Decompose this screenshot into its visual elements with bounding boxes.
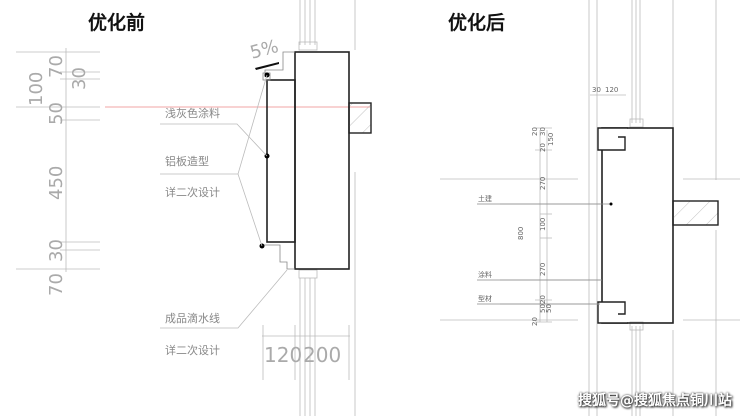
concrete-wall [294, 51, 350, 270]
label-drip: 成品滴水线 [165, 311, 220, 325]
top-profile [597, 127, 628, 151]
dim-120: 120 [605, 86, 618, 94]
dimension-lines [16, 48, 350, 380]
dim-30: 30 [69, 67, 90, 90]
dim-50: 50 [545, 304, 553, 313]
slope-label: 5% [248, 36, 281, 64]
label-coating: 浅灰色涂料 [165, 106, 220, 120]
floor-slab [672, 200, 719, 226]
label-detail: 详二次设计 [165, 343, 220, 357]
dim-450: 450 [46, 166, 67, 200]
dim-100: 100 [26, 72, 47, 106]
dim-70: 70 [46, 55, 67, 78]
after-title: 优化后 [448, 12, 506, 34]
dim-200: 200 [303, 343, 341, 367]
dim-20: 20 [531, 127, 539, 136]
before-drawing: 5% 浅灰色涂料 铝板造型 详二次设计 成品滴水线 详二次设计 70 30 10… [16, 0, 372, 416]
dim-800: 800 [517, 227, 525, 240]
dim-30: 30 [592, 86, 601, 94]
aluminum-panel [266, 79, 296, 243]
label-aluminum: 铝板造型 [165, 154, 209, 168]
label-structure: 土建 [478, 194, 492, 203]
dim-20: 20 [531, 317, 539, 326]
after-drawing: 30 120 20 800 20 30 150 20 270 100 270 2… [440, 0, 740, 416]
watermark: 搜狐号@搜狐焦点铜川站 [578, 393, 732, 409]
concrete-wall [601, 127, 674, 324]
dim-150: 150 [547, 133, 555, 146]
label-detail: 详二次设计 [165, 185, 220, 199]
dim-120: 120 [264, 343, 302, 367]
window-mullion [440, 0, 740, 416]
dim-50: 50 [539, 304, 547, 313]
dim-20: 20 [539, 295, 547, 304]
dim-30: 30 [46, 239, 67, 262]
window-mullion [298, 0, 356, 416]
dim-270: 270 [539, 263, 547, 276]
dim-70: 70 [46, 273, 67, 296]
dim-270: 270 [539, 177, 547, 190]
dim-20: 20 [539, 143, 547, 152]
dim-100: 100 [539, 218, 547, 231]
label-profile: 型材 [478, 294, 492, 303]
label-coating: 涂料 [478, 270, 492, 279]
bottom-profile [597, 301, 628, 324]
dim-30: 30 [539, 127, 547, 136]
floor-slab [348, 102, 372, 134]
before-title: 优化前 [88, 12, 146, 34]
dim-50: 50 [46, 102, 67, 125]
